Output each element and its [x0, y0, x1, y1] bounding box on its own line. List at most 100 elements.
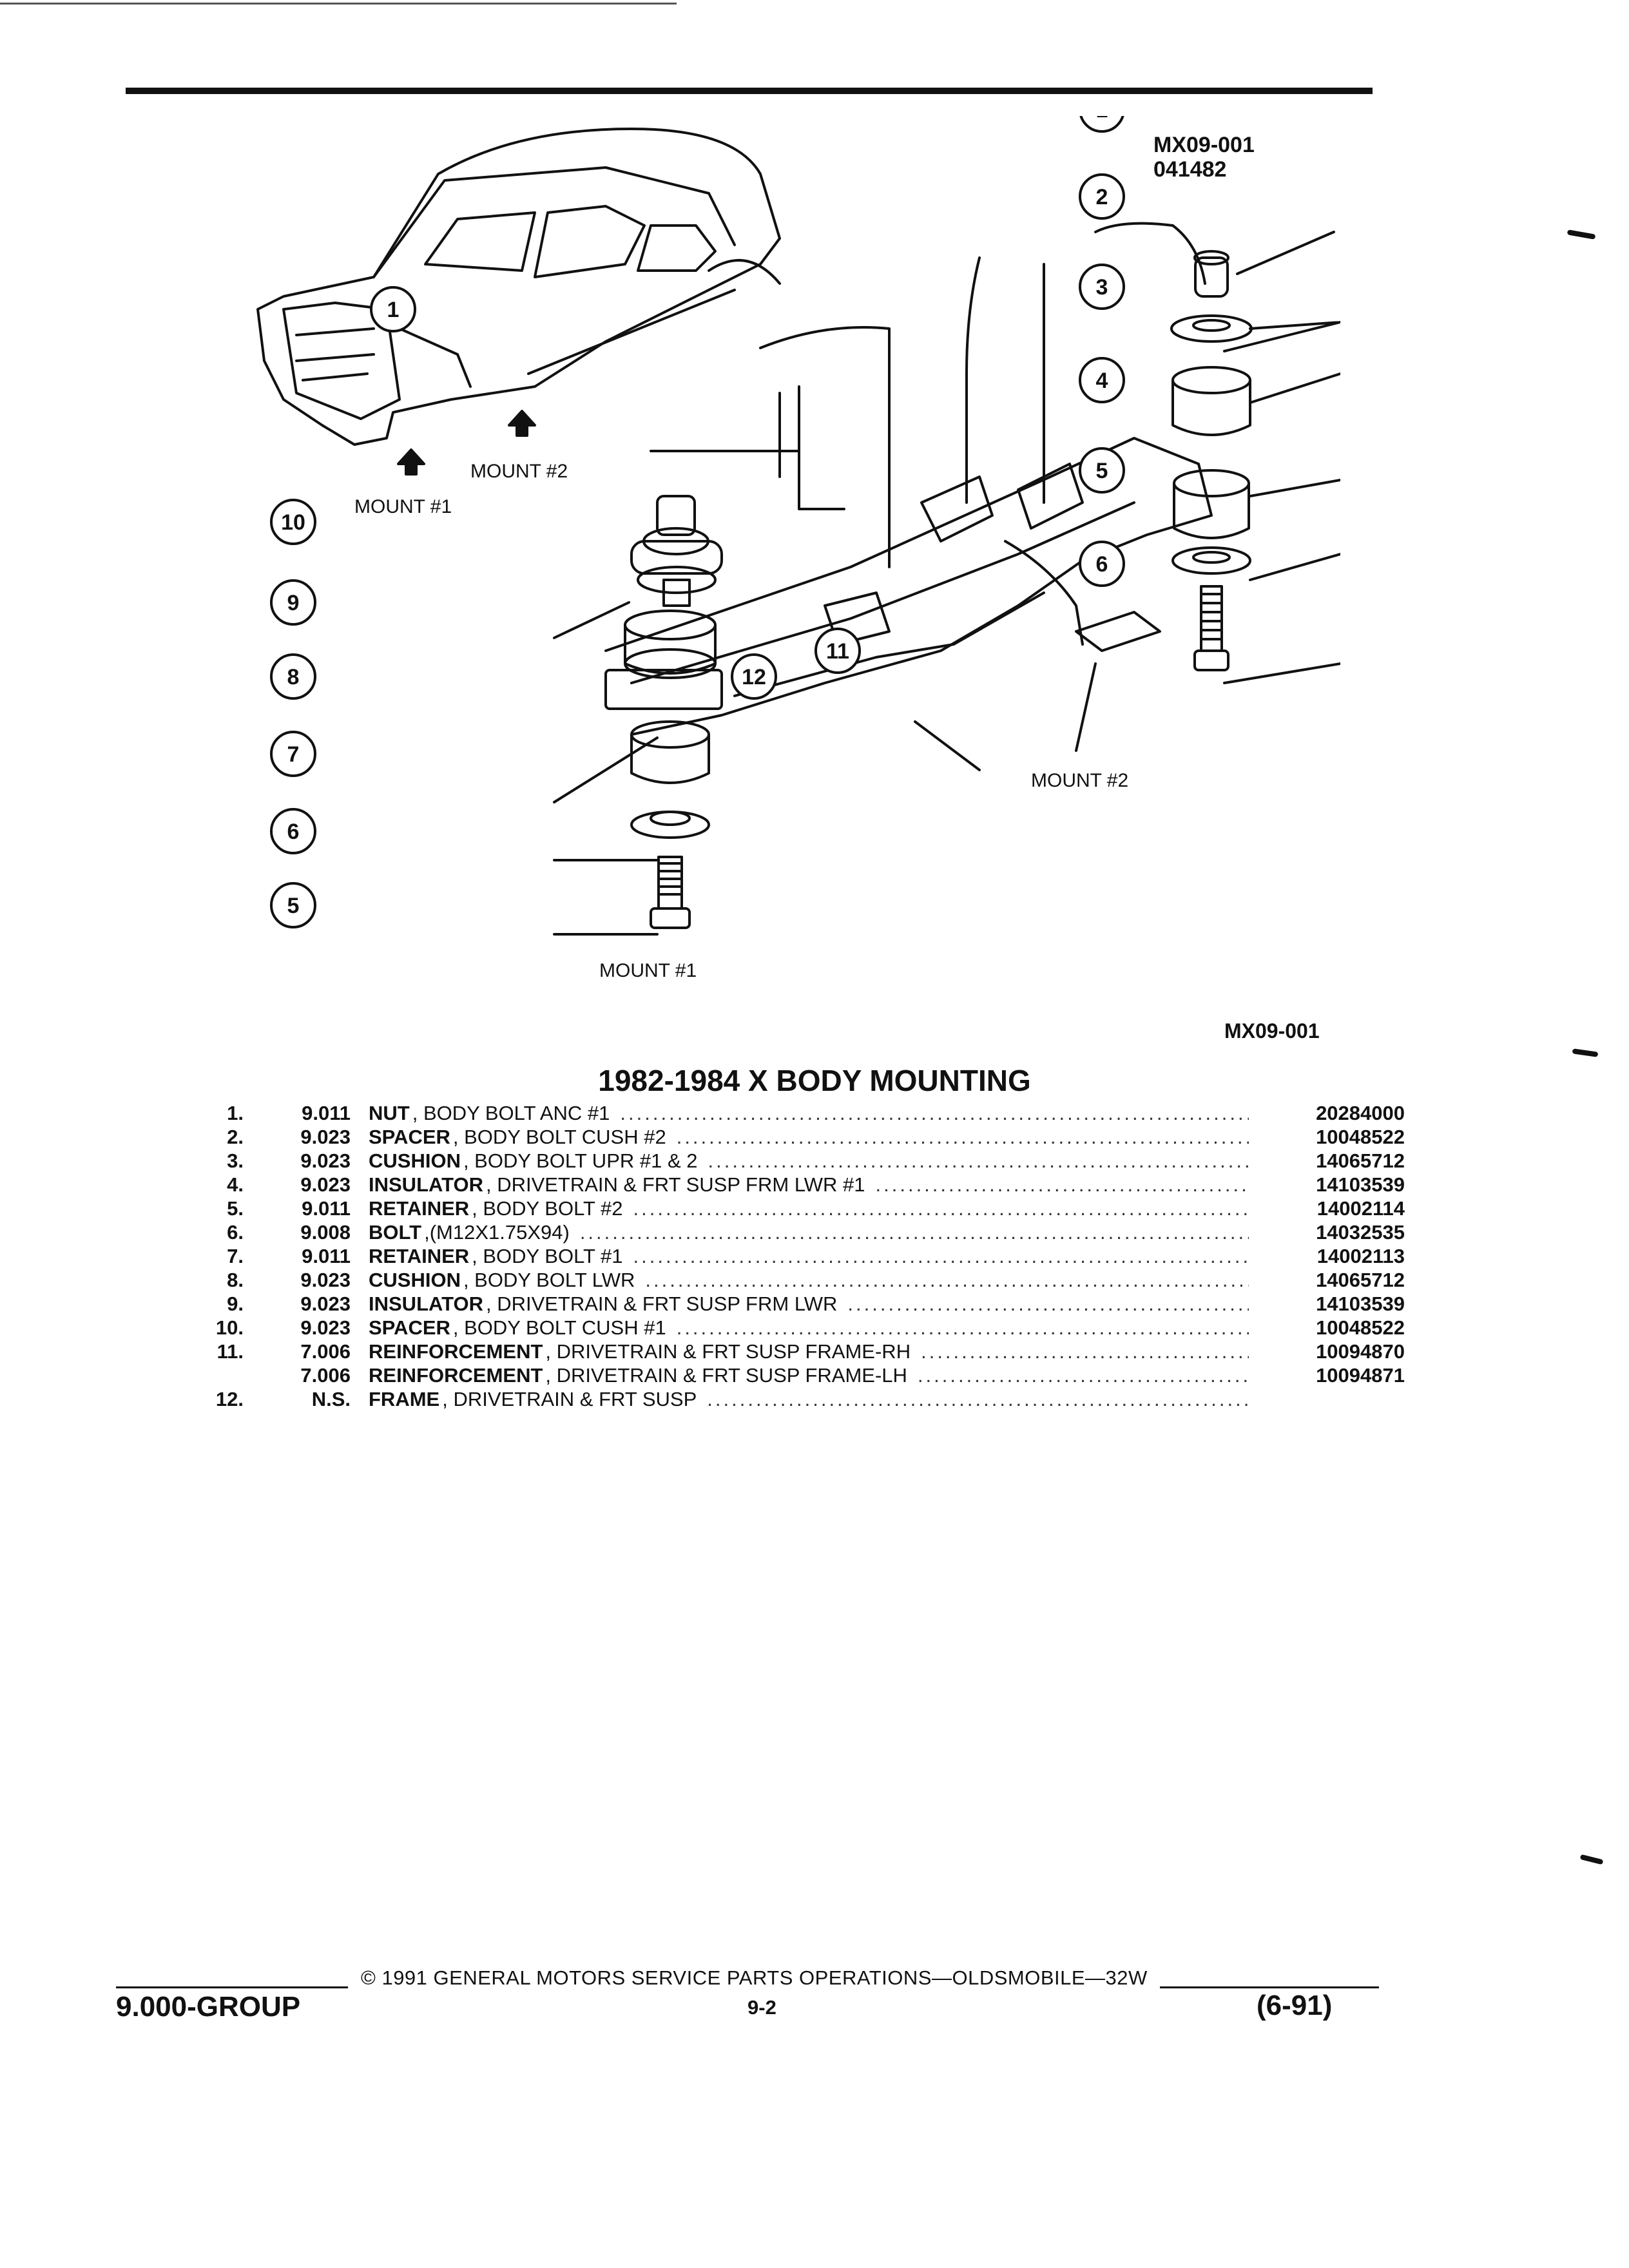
group-number: 9.023 [300, 1316, 351, 1339]
part-name: SPACER [369, 1316, 450, 1339]
parts-row: 3. 9.023 CUSHION, BODY BOLT UPR #1 & 2 1406… [193, 1149, 1405, 1173]
callout-layer: 123456111210987651 [270, 116, 1125, 928]
callout-3: 3 [1079, 264, 1125, 310]
footer-rule-right [1160, 1986, 1379, 1988]
callout-number: 11 [826, 639, 849, 664]
leader-dots [677, 1316, 1249, 1340]
leader-dots [580, 1221, 1249, 1244]
header-rule [126, 88, 1373, 94]
parts-list: 1. 9.011 NUT, BODY BOLT ANC #1 20284000 2. 9.… [193, 1102, 1405, 1412]
item-number: 11. [217, 1340, 244, 1363]
part-detail: , DRIVETRAIN & FRT SUSP FRM LWR #1 [485, 1173, 865, 1196]
group-number: 9.011 [302, 1245, 351, 1267]
part-description: SPACER, BODY BOLT CUSH #2 [369, 1126, 1257, 1149]
footer-group: 9.000-GROUP [116, 1991, 301, 2023]
part-description: NUT, BODY BOLT ANC #1 [369, 1102, 1257, 1125]
leader-dots [847, 1293, 1249, 1316]
item-number: 5. [227, 1197, 244, 1220]
part-detail: , BODY BOLT CUSH #1 [452, 1316, 666, 1339]
mount-1-stack [604, 450, 845, 929]
figure-code: MX09-001 [1153, 133, 1255, 157]
part-number: 10048522 [1316, 1126, 1405, 1148]
part-detail: , BODY BOLT UPR #1 & 2 [463, 1149, 698, 1172]
group-number: 9.023 [300, 1126, 351, 1148]
part-name: RETAINER [369, 1245, 470, 1267]
part-detail: , BODY BOLT ANC #1 [412, 1102, 610, 1124]
part-number: 14065712 [1316, 1149, 1405, 1172]
group-number: 9.008 [300, 1221, 351, 1244]
item-number: 3. [227, 1149, 244, 1172]
item-number: 7. [227, 1245, 244, 1267]
part-description: SPACER, BODY BOLT CUSH #1 [369, 1316, 1257, 1340]
parts-row: 12. N.S. FRAME, DRIVETRAIN & FRT SUSP [193, 1388, 1405, 1412]
part-number: 20284000 [1316, 1102, 1405, 1124]
part-description: RETAINER, BODY BOLT #1 [369, 1245, 1257, 1268]
group-number: N.S. [311, 1388, 351, 1410]
margin-mark [1572, 1048, 1599, 1057]
callout-number: 3 [1096, 275, 1108, 300]
footer-revision: (6-91) [1257, 1990, 1333, 2021]
callout-10: 10 [270, 499, 316, 545]
part-number: 14002113 [1316, 1245, 1405, 1267]
mount-2-label: MOUNT #2 [1031, 770, 1129, 791]
part-name: FRAME [369, 1388, 440, 1410]
part-detail: , BODY BOLT #1 [472, 1245, 623, 1267]
part-description: BOLT,(M12X1.75X94) [369, 1221, 1257, 1244]
part-description: FRAME, DRIVETRAIN & FRT SUSP [369, 1388, 1257, 1411]
margin-mark [1579, 1854, 1604, 1865]
part-number: 14032535 [1316, 1221, 1405, 1244]
leader-dots [645, 1269, 1249, 1292]
group-number: 9.011 [302, 1197, 351, 1220]
parts-row: 6. 9.008 BOLT,(M12X1.75X94) 14032535 [193, 1221, 1405, 1245]
part-name: INSULATOR [369, 1293, 483, 1315]
item-number: 4. [227, 1173, 244, 1196]
callout-11: 11 [815, 628, 861, 674]
part-number: 14002114 [1316, 1197, 1405, 1220]
callout-number: 6 [1096, 552, 1108, 577]
part-description: RETAINER, BODY BOLT #2 [369, 1197, 1257, 1220]
part-detail: , DRIVETRAIN & FRT SUSP [442, 1388, 697, 1410]
part-detail: , BODY BOLT CUSH #2 [452, 1126, 666, 1148]
callout-number: 5 [1096, 459, 1108, 483]
item-number: 10. [215, 1316, 244, 1339]
footer-page-number: 9-2 [747, 1996, 776, 2019]
part-description: CUSHION, BODY BOLT UPR #1 & 2 [369, 1149, 1257, 1173]
group-number: 7.006 [300, 1340, 351, 1363]
top-corner-rule [0, 3, 677, 5]
car-body-illustration [256, 128, 781, 446]
item-number: 1. [227, 1102, 244, 1124]
callout-1: 1 [1079, 116, 1124, 133]
part-name: INSULATOR [369, 1173, 483, 1196]
leader-dots [918, 1364, 1249, 1387]
item-number: 2. [227, 1126, 244, 1148]
part-number: 14065712 [1316, 1269, 1405, 1291]
item-number: 8. [227, 1269, 244, 1291]
leader-dots [921, 1340, 1249, 1363]
car-mount-2-label: MOUNT #2 [470, 461, 568, 482]
callout-number: 9 [287, 591, 300, 615]
callout-number: 4 [1096, 369, 1108, 393]
leader-dots [677, 1126, 1249, 1149]
car-mount-1-label: MOUNT #1 [354, 496, 452, 517]
part-description: CUSHION, BODY BOLT LWR [369, 1269, 1257, 1292]
callout-number: 12 [742, 665, 766, 689]
callout-number: 7 [287, 742, 300, 767]
item-number: 9. [227, 1293, 244, 1315]
callout-number: 10 [281, 510, 305, 535]
leader-dots [620, 1102, 1249, 1125]
group-number: 9.023 [300, 1293, 351, 1315]
part-name: CUSHION [369, 1149, 461, 1172]
part-description: INSULATOR, DRIVETRAIN & FRT SUSP FRM LWR [369, 1293, 1257, 1316]
leader-dots [708, 1149, 1249, 1173]
item-number: 12. [215, 1388, 244, 1410]
part-name: BOLT [369, 1221, 422, 1244]
leader-dots [633, 1245, 1249, 1268]
group-number: 9.023 [300, 1149, 351, 1172]
callout-7: 7 [270, 731, 316, 777]
item-number: 6. [227, 1221, 244, 1244]
parts-row: 9. 9.023 INSULATOR, DRIVETRAIN & FRT SUSP … [193, 1293, 1405, 1316]
mount-1-label: MOUNT #1 [599, 960, 697, 981]
callout-2: 2 [1079, 173, 1125, 220]
